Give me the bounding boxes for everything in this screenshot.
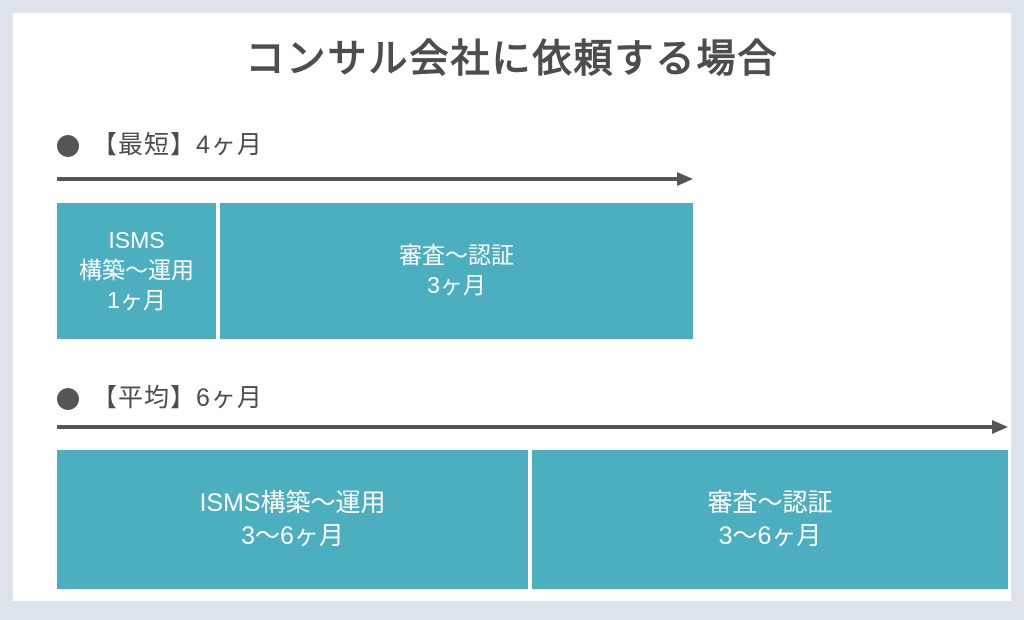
timeline-segment-build-operate: ISMS 構築〜運用 1ヶ月 [57, 203, 216, 339]
section-label-average: 【平均】6ヶ月 [57, 386, 263, 411]
timeline-bar-shortest: ISMS 構築〜運用 1ヶ月 審査〜認証 3ヶ月 [57, 203, 693, 339]
section-label-shortest-text: 【最短】4ヶ月 [92, 131, 263, 159]
infographic-card: コンサル会社に依頼する場合 【最短】4ヶ月 ISMS 構築〜運用 1ヶ月 審査〜… [13, 13, 1011, 601]
segment-duration: 3ヶ月 [427, 272, 486, 298]
bullet-dot-icon [57, 134, 79, 157]
timeline-segment-build-operate: ISMS構築〜運用 3〜6ヶ月 [57, 450, 528, 589]
timeline-segment-audit-certify: 審査〜認証 3ヶ月 [220, 203, 693, 339]
right-arrow-icon [677, 172, 693, 186]
segment-line: 構築〜運用 [79, 257, 194, 284]
segment-line: ISMS構築〜運用 [199, 489, 386, 517]
arrow-line [57, 177, 679, 181]
segment-duration: 3〜6ヶ月 [241, 521, 344, 550]
section-label-average-text: 【平均】6ヶ月 [92, 384, 263, 412]
timeline-segment-audit-certify: 審査〜認証 3〜6ヶ月 [532, 450, 1008, 589]
arrow-line [57, 425, 994, 429]
segment-line: 審査〜認証 [399, 242, 514, 269]
timeline-arrow-average [57, 420, 1008, 434]
timeline-arrow-shortest [57, 172, 693, 186]
segment-duration: 1ヶ月 [107, 286, 166, 313]
page-title: コンサル会社に依頼する場合 [245, 38, 779, 81]
bullet-dot-icon [57, 387, 79, 410]
segment-duration: 3〜6ヶ月 [718, 521, 822, 550]
timeline-bar-average: ISMS構築〜運用 3〜6ヶ月 審査〜認証 3〜6ヶ月 [57, 450, 1008, 589]
segment-line: 審査〜認証 [707, 489, 833, 517]
right-arrow-icon [992, 420, 1008, 434]
section-label-shortest: 【最短】4ヶ月 [57, 133, 263, 158]
segment-line: ISMS [108, 227, 165, 254]
